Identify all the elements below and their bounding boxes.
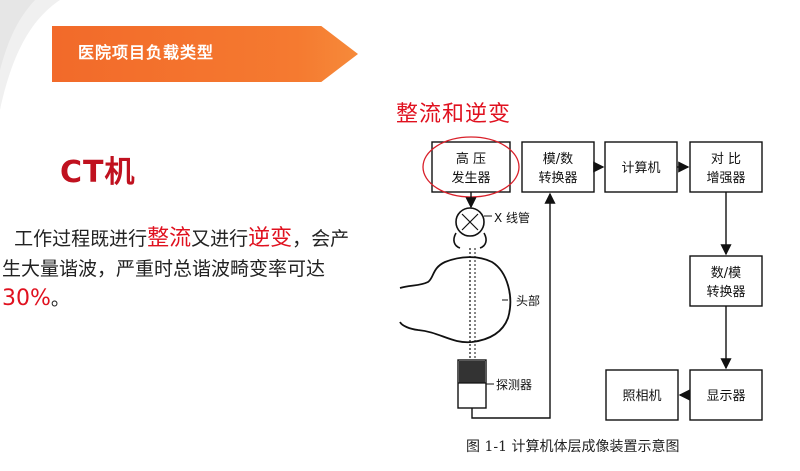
annotation-rectify-invert: 整流和逆变 bbox=[396, 102, 512, 127]
body-part2: 又进行 bbox=[191, 228, 249, 250]
display-label: 显示器 bbox=[706, 389, 745, 404]
xray-tube-label: X 线管 bbox=[494, 210, 530, 225]
generator-line2: 发生器 bbox=[451, 170, 490, 186]
slide-title: 医院项目负载类型 bbox=[78, 43, 215, 62]
body-part1: 工作过程既进行 bbox=[14, 228, 148, 250]
corner-decoration bbox=[0, 0, 60, 110]
computer-label: 计算机 bbox=[621, 161, 660, 176]
body-paragraph: 工作过程既进行整流又进行逆变，会产生大量谐波，严重时总谐波畸变率可达 30%。 bbox=[2, 224, 367, 314]
figure-caption: 图 1-1 计算机体层成像装置示意图 bbox=[466, 439, 680, 455]
detector-to-adc-line bbox=[471, 192, 556, 419]
block-camera bbox=[605, 369, 679, 421]
highlight-percent: 30% bbox=[2, 286, 51, 311]
adc-line2: 转换器 bbox=[538, 171, 577, 186]
dac-line2: 转换器 bbox=[706, 285, 745, 300]
highlight-invert: 逆变 bbox=[248, 226, 293, 251]
detector-label: 探测器 bbox=[496, 378, 532, 392]
body-part3: ，会产生大量谐波，严重时总谐波畸变率可达 bbox=[2, 228, 350, 280]
detector-icon bbox=[457, 359, 487, 409]
title-banner bbox=[52, 26, 358, 82]
adc-line1: 模/数 bbox=[543, 152, 573, 167]
highlight-rectify: 整流 bbox=[147, 226, 192, 251]
head-label: 头部 bbox=[516, 293, 540, 308]
xray-tube-icon bbox=[453, 207, 487, 249]
camera-label: 照相机 bbox=[622, 389, 661, 404]
block-dac bbox=[689, 255, 763, 307]
block-display bbox=[689, 369, 763, 421]
ct-heading: CT机 bbox=[60, 155, 136, 190]
generator-line1: 高 压 bbox=[456, 151, 486, 167]
dac-line1: 数/模 bbox=[711, 266, 741, 281]
contrast-line2: 增强器 bbox=[706, 171, 745, 186]
contrast-line1: 对 比 bbox=[711, 152, 741, 167]
head-outline bbox=[399, 256, 512, 344]
block-generator bbox=[431, 141, 511, 193]
body-part4: 。 bbox=[50, 288, 70, 310]
